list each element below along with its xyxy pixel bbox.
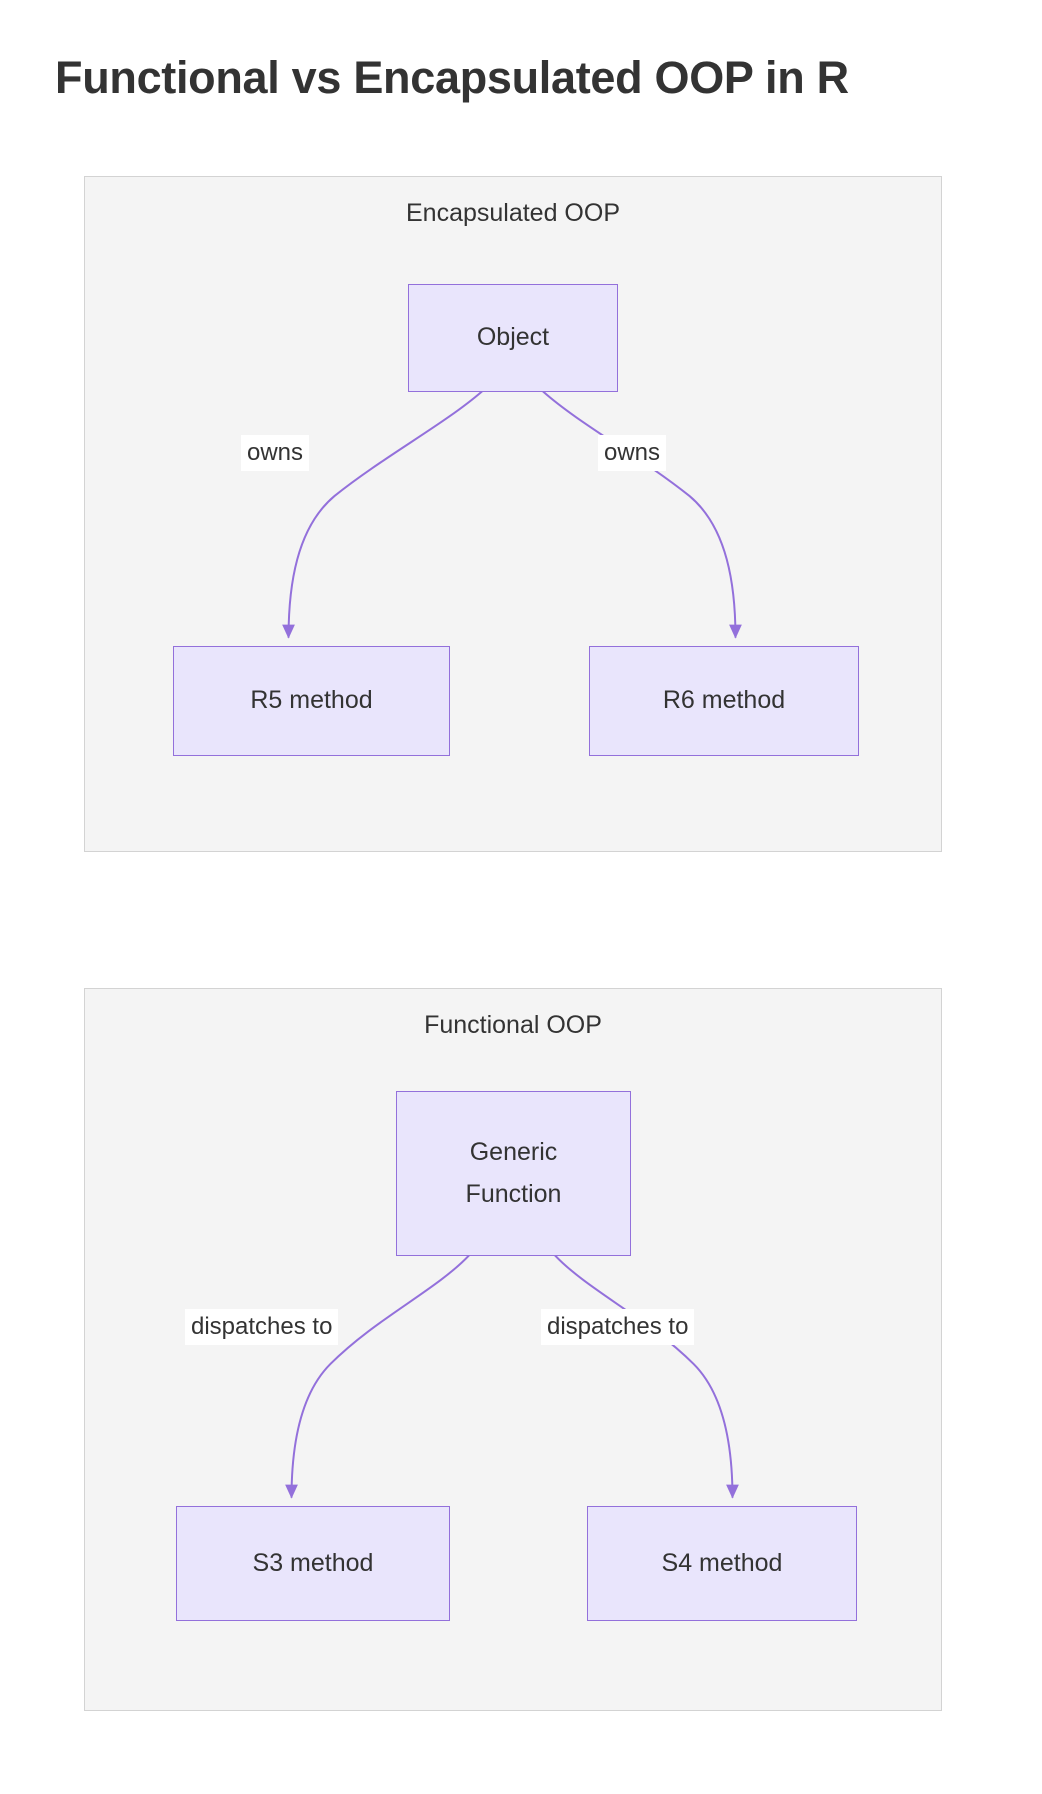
edge-label-owns-right: owns — [598, 435, 667, 471]
node-r6-method[interactable]: R6 method — [589, 646, 859, 756]
edge-layer-encapsulated — [282, 390, 742, 639]
node-object-label: Object — [476, 323, 550, 352]
edge-generic-to-s4 — [554, 1254, 739, 1499]
node-object[interactable]: Object — [408, 284, 618, 392]
subgraph-functional-oop: Functional OOP Generic Function S3 metho… — [84, 988, 942, 1711]
edge-label-owns-left: owns — [241, 435, 310, 471]
edge-layer-functional — [285, 1254, 739, 1499]
node-r6-method-label: R6 method — [662, 686, 786, 715]
node-generic-function-label-line2: Function — [465, 1179, 562, 1208]
node-s4-method[interactable]: S4 method — [587, 1506, 857, 1621]
node-generic-function-label-line1: Generic — [469, 1138, 558, 1167]
subgraph-title-encapsulated: Encapsulated OOP — [405, 199, 620, 227]
node-generic-function[interactable]: Generic Function — [396, 1091, 631, 1256]
node-r5-method[interactable]: R5 method — [173, 646, 450, 756]
node-s3-method-label: S3 method — [252, 1548, 374, 1577]
node-r5-method-label: R5 method — [250, 686, 373, 715]
edge-object-to-r5 — [282, 390, 483, 639]
page-title: Functional vs Encapsulated OOP in R — [55, 52, 849, 103]
edge-label-dispatches-to-right: dispatches to — [541, 1309, 695, 1345]
edge-object-to-r6 — [542, 390, 742, 639]
node-s4-method-label: S4 method — [661, 1548, 783, 1577]
edge-generic-to-s3 — [285, 1254, 470, 1499]
node-s3-method[interactable]: S3 method — [176, 1506, 450, 1621]
edge-label-dispatches-to-left: dispatches to — [185, 1309, 339, 1345]
subgraph-encapsulated-oop: Encapsulated OOP Object R5 method R6 met… — [84, 176, 942, 852]
subgraph-title-functional: Functional OOP — [424, 1011, 602, 1039]
